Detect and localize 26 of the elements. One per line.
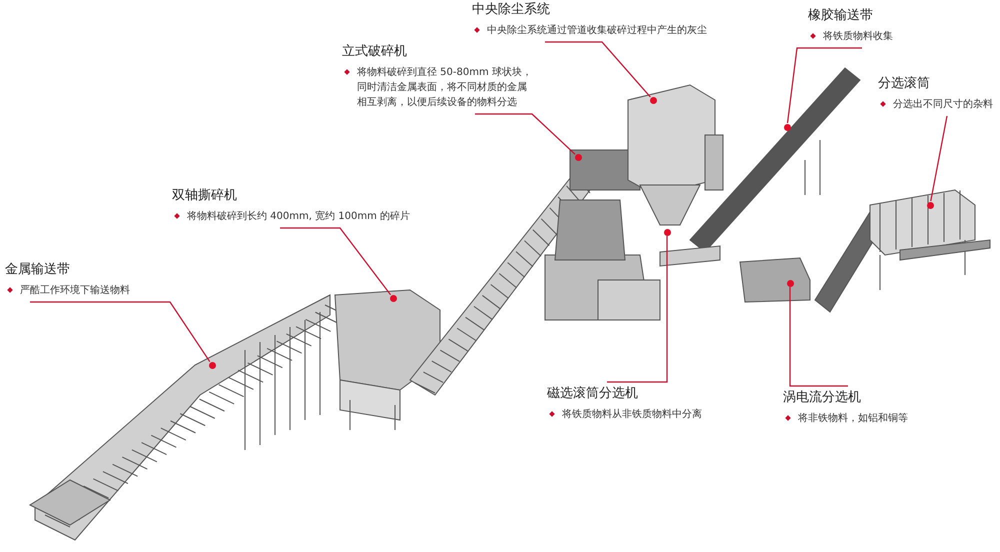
leader-line xyxy=(545,41,651,98)
part-title: 橡胶输送带 xyxy=(808,8,874,24)
part-title: 立式破碎机 xyxy=(342,44,408,60)
part-title: 分选滚筒 xyxy=(878,76,931,92)
leader-line xyxy=(30,301,210,362)
leader-line xyxy=(786,47,862,124)
part-description: 严酷工作环境下输送物料 xyxy=(20,284,130,298)
part-title: 中央除尘系统 xyxy=(472,2,551,18)
marker-dot xyxy=(784,124,790,130)
part-title: 金属输送带 xyxy=(5,262,71,278)
leader-line xyxy=(280,227,392,296)
part-description: 将物料破碎到长约 400mm, 宽约 100mm 的碎片 xyxy=(187,210,410,224)
leader-line xyxy=(789,287,848,387)
leader-line xyxy=(607,236,668,383)
part-title: 磁选滚筒分选机 xyxy=(547,386,639,402)
leader-line xyxy=(475,113,576,155)
part-description: 中央除尘系统通过管道收集破碎过程中产生的灰尘 xyxy=(487,24,707,38)
part-title: 涡电流分选机 xyxy=(783,390,862,406)
part-description: 将铁质物料从非铁质物料中分离 xyxy=(562,408,702,422)
part-description: 将物料破碎到直径 50-80mm 球状块，同时清洁金属表面，将不同材质的金属相互剥离，以便后续设备的物料分选 xyxy=(357,66,532,110)
leader-line xyxy=(930,116,948,202)
part-title: 双轴撕碎机 xyxy=(172,188,238,204)
marker-dot xyxy=(664,228,670,236)
part-description: 分选出不同尺寸的杂料 xyxy=(893,98,993,112)
part-description: 将非铁物料，如铝和铜等 xyxy=(798,412,908,426)
part-description: 将铁质物料收集 xyxy=(823,30,893,44)
